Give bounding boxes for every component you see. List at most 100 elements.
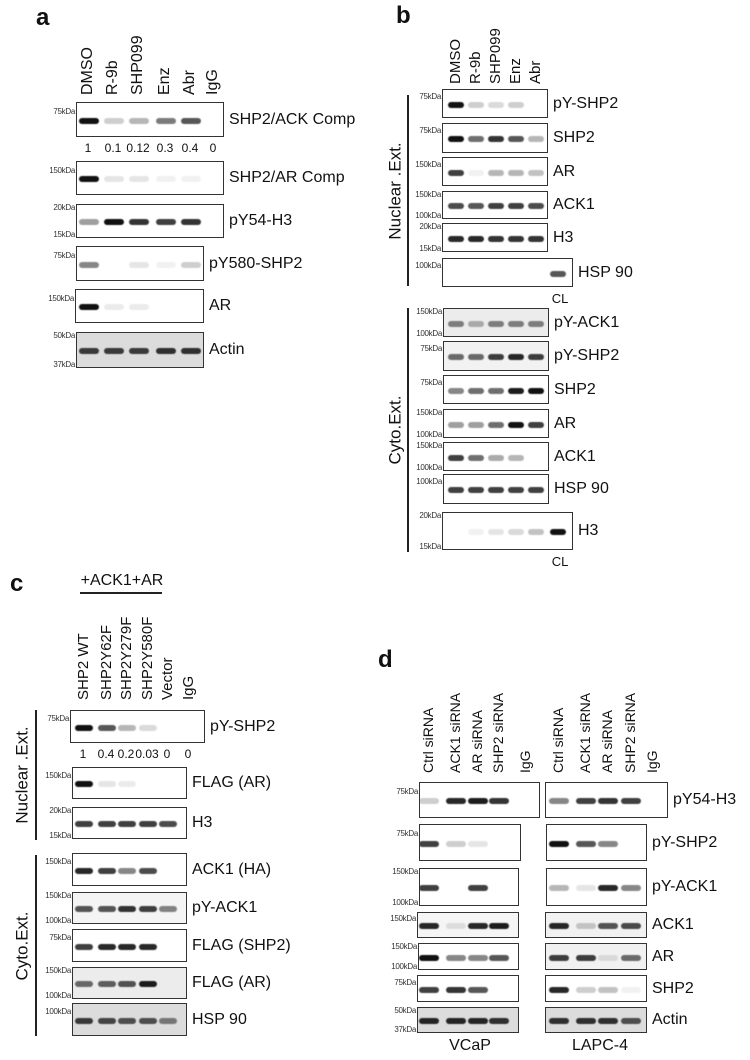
band: [489, 798, 509, 804]
blot-shp2: [442, 123, 548, 153]
band: [468, 1018, 488, 1024]
band: [447, 387, 465, 394]
band: [128, 117, 150, 124]
band: [468, 954, 488, 961]
band: [487, 529, 505, 535]
band: [118, 821, 136, 827]
band: [467, 454, 485, 461]
blot-shp2-ack-comp: [76, 102, 224, 137]
band: [468, 986, 488, 993]
band: [75, 906, 93, 912]
band: [507, 529, 525, 535]
band: [549, 954, 569, 961]
band: [75, 1017, 93, 1024]
group-label: Cyto.Ext.: [385, 395, 405, 465]
marker-label: 75kDa: [419, 92, 441, 102]
band: [118, 981, 136, 987]
marker-label: 75kDa: [420, 344, 442, 354]
marker-label: 150kDa: [415, 160, 441, 170]
marker-label: 100kDa: [415, 211, 441, 220]
band: [180, 219, 202, 225]
blot-label: Actin: [209, 341, 245, 358]
blot-py-ack1: [443, 308, 549, 337]
band: [98, 867, 116, 874]
band: [78, 176, 100, 182]
blot-hsp-90: [443, 474, 549, 504]
marker-label: 150kDa: [45, 966, 71, 975]
lane-label: Enz: [156, 67, 173, 95]
band: [103, 219, 125, 225]
band: [467, 101, 485, 108]
band: [118, 943, 136, 950]
marker-label: 20kDa: [49, 806, 71, 815]
blot-label: ACK1: [553, 196, 595, 213]
marker-label: 100kDa: [45, 916, 71, 925]
condition-header: +ACK1+AR: [80, 572, 164, 589]
quantification-value: 0.1: [104, 141, 122, 155]
band: [447, 454, 465, 461]
band: [487, 354, 505, 360]
blot-label: FLAG (SHP2): [192, 936, 291, 954]
band: [527, 387, 545, 394]
marker-label: 75kDa: [420, 378, 442, 388]
band: [507, 320, 525, 327]
band: [549, 986, 569, 993]
blot-py-shp2: [546, 824, 647, 861]
lane-label: R-9b: [104, 60, 121, 95]
band: [446, 1018, 466, 1024]
lane-label: SHP2Y580F: [138, 616, 156, 700]
marker-label: 100kDa: [392, 898, 418, 907]
blot-hsp-90: [72, 1003, 187, 1036]
lane-label: ACK1 siRNA: [447, 692, 463, 773]
panel-letter: c: [10, 570, 24, 597]
blot-py54-h3: [76, 204, 224, 238]
blot-label: SHP2/ACK Comp: [229, 110, 356, 128]
blot-actin: [76, 332, 204, 368]
band: [118, 724, 136, 731]
blot-label: Actin: [652, 1011, 688, 1028]
band: [420, 885, 439, 891]
band: [128, 261, 150, 268]
lane-label: Vector: [158, 657, 176, 700]
marker-label: 150kDa: [416, 441, 442, 450]
marker-label: 15kDa: [419, 244, 441, 253]
band: [180, 176, 202, 182]
band: [180, 348, 202, 354]
band: [598, 798, 618, 804]
marker-label: 37kDa: [394, 1025, 416, 1034]
band: [549, 270, 567, 277]
blot-h3: [442, 223, 548, 252]
lane-label: ACK1 siRNA: [577, 692, 593, 773]
quantification-value: 1: [79, 747, 87, 761]
marker-label: 100kDa: [391, 962, 417, 971]
band: [598, 923, 618, 929]
blot-label: HSP 90: [554, 480, 609, 497]
quantification-value: 1: [84, 141, 92, 155]
band: [180, 261, 202, 268]
panel-letter: a: [36, 4, 50, 31]
marker-label: 150kDa: [416, 307, 442, 316]
band: [118, 867, 136, 874]
blot-py-shp2: [443, 341, 549, 371]
blot-label: SHP2/AR Comp: [229, 169, 345, 186]
marker-label: 150kDa: [415, 190, 441, 199]
blot-label: pY-ACK1: [192, 899, 258, 916]
blot-label: AR: [553, 162, 576, 180]
band: [527, 421, 545, 428]
group-bracket: [35, 855, 37, 1036]
group-label: Cyto.Ext.: [12, 911, 32, 980]
band: [549, 798, 569, 804]
blot-py-shp2: [419, 824, 521, 861]
band: [527, 203, 545, 209]
band: [507, 354, 525, 360]
group-label: Nuclear .Ext.: [12, 726, 32, 824]
band: [128, 348, 150, 354]
marker-label: 100kDa: [45, 991, 71, 1000]
marker-label: 75kDa: [53, 106, 75, 116]
band: [507, 136, 525, 142]
band: [489, 1018, 509, 1024]
band: [447, 354, 465, 360]
band: [139, 981, 157, 987]
marker-label: 75kDa: [419, 126, 441, 136]
panel-letter: b: [396, 2, 411, 29]
